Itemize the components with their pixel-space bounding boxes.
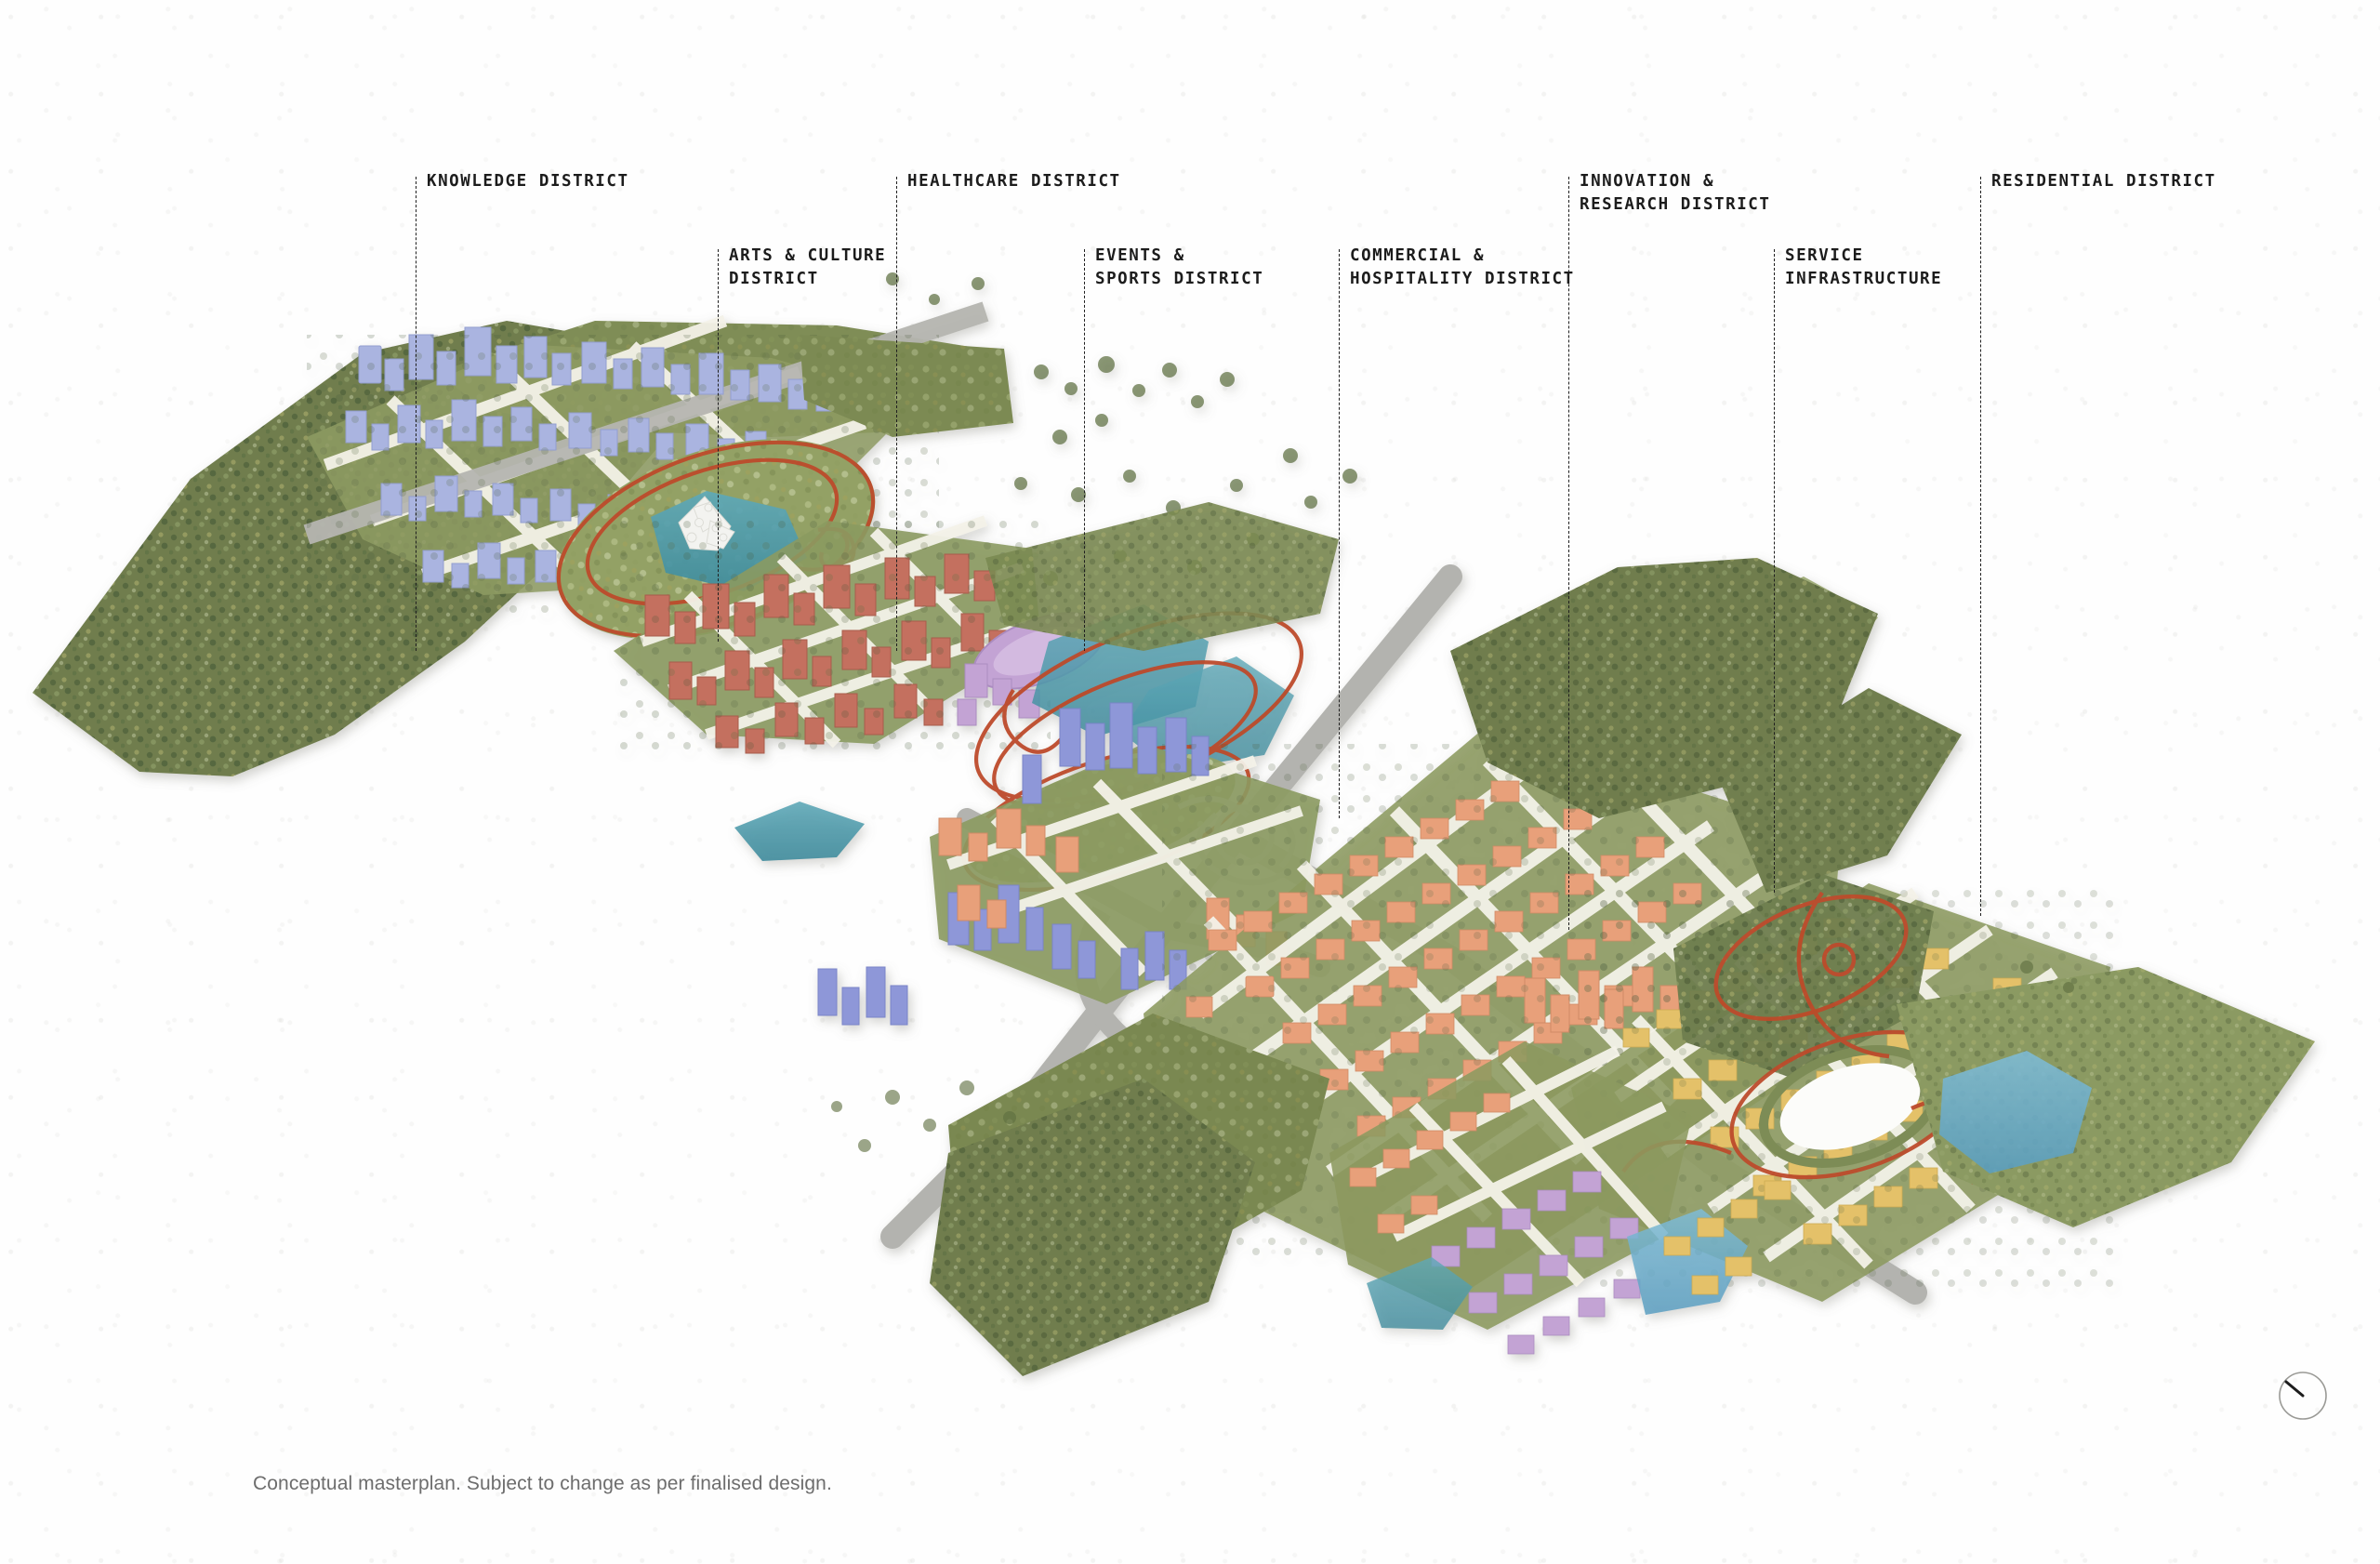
callout-healthcare: HEALTHCARE DISTRICT bbox=[896, 170, 1121, 193]
residential-park bbox=[1621, 874, 1999, 1185]
callout-label-arts-culture-line1: ARTS & CULTURE bbox=[729, 246, 887, 265]
leader-line-residential bbox=[1980, 177, 1981, 916]
callout-label-knowledge: KNOWLEDGE DISTRICT bbox=[427, 172, 629, 191]
callout-label-service-line2: INFRASTRUCTURE bbox=[1785, 269, 1943, 288]
callout-events-sports: EVENTS & SPORTS DISTRICT bbox=[1084, 245, 1263, 291]
north-arrow-icon bbox=[2276, 1369, 2330, 1423]
landscape-central-green bbox=[985, 502, 1339, 651]
callout-service-infrastructure: SERVICE INFRASTRUCTURE bbox=[1774, 245, 1942, 291]
leader-line-events-sports bbox=[1084, 249, 1085, 651]
callout-label-healthcare: HEALTHCARE DISTRICT bbox=[907, 172, 1121, 191]
callout-label-commercial-line2: HOSPITALITY DISTRICT bbox=[1350, 269, 1575, 288]
callout-commercial-hospitality: COMMERCIAL & HOSPITALITY DISTRICT bbox=[1339, 245, 1575, 291]
landscape-southwest bbox=[930, 1014, 1329, 1376]
callout-label-innovation-line1: INNOVATION & bbox=[1580, 172, 1715, 191]
leader-line-innovation-research bbox=[1568, 177, 1569, 930]
callout-knowledge: KNOWLEDGE DISTRICT bbox=[416, 170, 629, 193]
leader-line-commercial-hospitality bbox=[1339, 249, 1340, 818]
scattered-trees-south bbox=[831, 961, 2074, 1152]
callout-innovation-research: INNOVATION & RESEARCH DISTRICT bbox=[1568, 170, 1770, 217]
callout-label-events-line2: SPORTS DISTRICT bbox=[1095, 269, 1264, 288]
callout-arts-culture: ARTS & CULTURE DISTRICT bbox=[718, 245, 886, 291]
landscape-southeast bbox=[1897, 967, 2315, 1227]
district-healthcare bbox=[614, 515, 1051, 762]
residential-south-cluster bbox=[1663, 1180, 1792, 1295]
leader-line-healthcare bbox=[896, 177, 897, 651]
callout-label-residential: RESIDENTIAL DISTRICT bbox=[1991, 172, 2216, 191]
leader-line-service-infrastructure bbox=[1774, 249, 1775, 893]
callout-residential: RESIDENTIAL DISTRICT bbox=[1980, 170, 2216, 193]
callout-label-events-line1: EVENTS & bbox=[1095, 246, 1185, 265]
landscape-knowledge-east bbox=[800, 335, 1013, 437]
landscape-northeast bbox=[1450, 558, 1962, 893]
callout-label-service-line1: SERVICE bbox=[1785, 246, 1864, 265]
disclaimer-caption: Conceptual masterplan. Subject to change… bbox=[253, 1473, 832, 1494]
callout-label-arts-culture-line2: DISTRICT bbox=[729, 269, 819, 288]
callout-label-commercial-line1: COMMERCIAL & bbox=[1350, 246, 1486, 265]
callout-label-innovation-line2: RESEARCH DISTRICT bbox=[1580, 194, 1771, 214]
water-body bbox=[734, 802, 865, 861]
leader-line-arts-culture bbox=[718, 249, 719, 642]
